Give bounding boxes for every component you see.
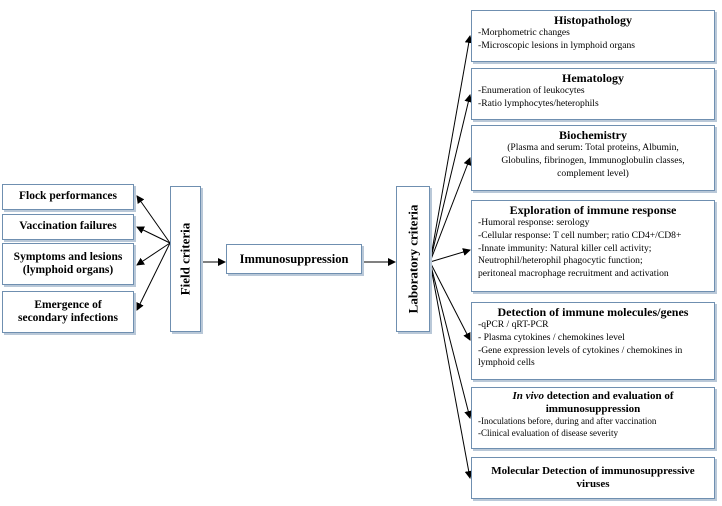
hematology-title: Hematology bbox=[562, 71, 624, 85]
arrow-to-invivo bbox=[429, 261, 473, 419]
histopathology-item: -Morphometric changes bbox=[478, 27, 570, 39]
exploration-item: -Cellular response: T cell number; ratio… bbox=[478, 230, 682, 242]
biochemistry-line: Globulins, fibrinogen, Immunoglobulin cl… bbox=[501, 155, 685, 167]
hematology-box: Hematology -Enumeration of leukocytes -R… bbox=[471, 68, 715, 120]
laboratory-criteria-label: Laboratory criteria bbox=[405, 204, 420, 314]
immunosuppression-label: Immunosuppression bbox=[239, 251, 349, 266]
molecular-detection-box: Molecular Detection of immunosuppressive… bbox=[471, 457, 715, 499]
biochemistry-line: complement level) bbox=[557, 167, 629, 179]
biochemistry-line: (Plasma and serum: Total proteins, Album… bbox=[507, 142, 679, 154]
laboratory-criteria-box: Laboratory criteria bbox=[396, 186, 430, 332]
vaccination-failures-label: Vaccination failures bbox=[19, 220, 117, 233]
immunosuppression-box: Immunosuppression bbox=[226, 244, 362, 274]
exploration-item: peritoneal macrophage recruitment and ac… bbox=[478, 268, 669, 280]
molecular-title-line1: Molecular Detection of immunosuppressive bbox=[491, 464, 695, 477]
biochemistry-box: Biochemistry (Plasma and serum: Total pr… bbox=[471, 125, 715, 191]
detection-title: Detection of immune molecules/genes bbox=[497, 305, 689, 319]
invivo-detection-box: In vivo detection and evaluation of immu… bbox=[471, 387, 715, 449]
arrow-to-vaccination bbox=[136, 226, 171, 244]
detection-item: -Gene expression levels of cytokines / c… bbox=[478, 344, 683, 356]
invivo-title: In vivo detection and evaluation of immu… bbox=[478, 390, 708, 416]
symptoms-lesions-line1: Symptoms and lesions bbox=[13, 250, 123, 263]
arrow-to-histopathology bbox=[429, 35, 473, 263]
exploration-title: Exploration of immune response bbox=[509, 203, 677, 217]
symptoms-lesions-box: Symptoms and lesions (lymphoid organs) bbox=[2, 243, 134, 285]
arrow-to-molecular bbox=[429, 261, 473, 479]
invivo-title-rest: detection and evaluation of bbox=[543, 390, 674, 402]
exploration-immune-response-box: Exploration of immune response -Humoral … bbox=[471, 200, 715, 292]
histopathology-item: -Microscopic lesions in lymphoid organs bbox=[478, 40, 636, 52]
field-criteria-label: Field criteria bbox=[177, 222, 193, 296]
exploration-item: -Humoral response: serology bbox=[478, 217, 590, 229]
emergence-line2: secondary infections bbox=[18, 312, 118, 324]
arrow-to-hematology bbox=[429, 94, 473, 263]
detection-immune-molecules-box: Detection of immune molecules/genes -qPC… bbox=[471, 302, 715, 380]
arrow-to-biochemistry bbox=[429, 157, 472, 263]
biochemistry-title: Biochemistry bbox=[559, 128, 627, 142]
invivo-title-line2: immunosuppression bbox=[545, 403, 641, 416]
symptoms-lesions-line2: (lymphoid organs) bbox=[22, 264, 114, 276]
flock-performances-label: Flock performances bbox=[18, 190, 118, 203]
flock-performances-box: Flock performances bbox=[2, 184, 134, 210]
detection-item: -qPCR / qRT-PCR bbox=[478, 319, 549, 331]
exploration-item: -Innate immunity: Natural killer cell ac… bbox=[478, 242, 652, 254]
emergence-infections-box: Emergence of secondary infections bbox=[2, 291, 134, 333]
invivo-item: -Clinical evaluation of disease severity bbox=[478, 428, 618, 439]
field-criteria-box: Field criteria bbox=[170, 186, 201, 332]
hematology-item: -Ratio lymphocytes/heterophils bbox=[478, 98, 599, 110]
exploration-item: Neutrophil/heterophil phagocytic functio… bbox=[478, 255, 643, 267]
invivo-item: -Inoculations before, during and after v… bbox=[478, 416, 657, 427]
arrow-to-symptoms bbox=[136, 242, 171, 266]
invivo-title-italic: In vivo bbox=[512, 390, 544, 402]
arrow-to-emergence bbox=[136, 242, 171, 311]
molecular-title-line2: viruses bbox=[576, 478, 610, 490]
arrow-to-flock bbox=[136, 195, 171, 244]
histopathology-title: Histopathology bbox=[553, 13, 632, 27]
arrow-to-detection bbox=[429, 261, 471, 341]
detection-item: lymphoid cells bbox=[478, 357, 535, 369]
hematology-item: -Enumeration of leukocytes bbox=[478, 85, 585, 97]
emergence-line1: Emergence of bbox=[34, 298, 102, 311]
vaccination-failures-box: Vaccination failures bbox=[2, 214, 134, 240]
histopathology-box: Histopathology -Morphometric changes -Mi… bbox=[471, 10, 715, 62]
detection-item: - Plasma cytokines / chemokines level bbox=[478, 332, 625, 344]
arrow-to-exploration bbox=[429, 248, 471, 263]
